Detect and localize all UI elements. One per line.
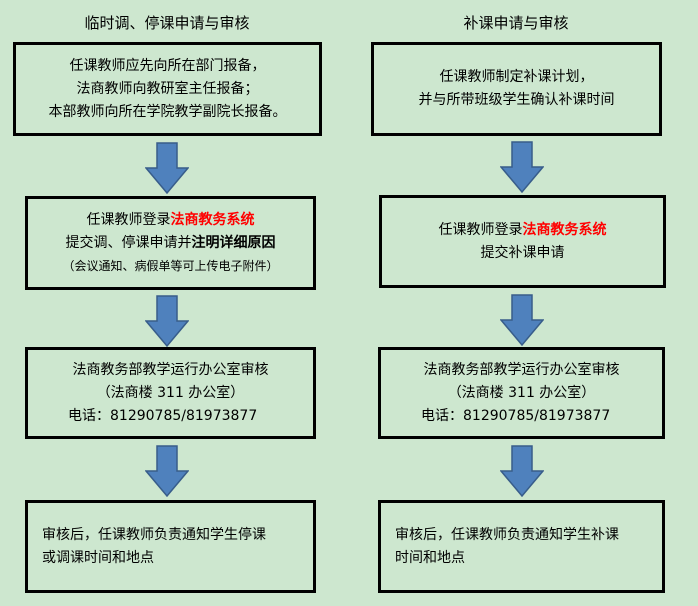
text-line: 任课教师登录法商教务系统 <box>87 209 255 232</box>
down-arrow-icon <box>500 141 544 193</box>
text-line: 审核后，任课教师负责通知学生补课 <box>395 526 619 543</box>
text-line: 提交调、停课申请并注明详细原因 <box>66 232 276 255</box>
text-line: 电话：81290785/81973877 <box>421 407 611 424</box>
right-step-3-box: 法商教务部教学运行办公室审核 （法商楼 311 办公室） 电话：81290785… <box>378 347 665 439</box>
text-line: 时间和地点 <box>395 549 465 566</box>
text: 提交调、停课申请并 <box>65 234 192 251</box>
text-line: 法商教务部教学运行办公室审核 <box>423 361 620 378</box>
text-line: 电话：81290785/81973877 <box>68 407 258 424</box>
text: 任课教师登录 <box>86 211 171 228</box>
text-line: 本部教师向所在学院教学副院长报备。 <box>48 103 287 120</box>
text-line: （法商楼 311 办公室） <box>96 384 245 401</box>
system-name: 法商教务系统 <box>170 211 255 228</box>
emphasis-text: 注明详细原因 <box>191 234 276 251</box>
text: 任课教师登录 <box>438 221 523 238</box>
down-arrow-icon <box>145 142 189 194</box>
text-line: 任课教师制定补课计划， <box>439 69 594 85</box>
note-text: （会议通知、病假单等可上传电子附件） <box>62 258 279 273</box>
right-step-4-box: 审核后，任课教师负责通知学生补课 时间和地点 <box>378 500 665 593</box>
down-arrow-icon <box>500 445 544 497</box>
text-line: 任课教师应先向所在部门报备， <box>69 57 266 74</box>
down-arrow-icon <box>500 294 544 346</box>
down-arrow-icon <box>145 295 189 347</box>
right-step-2-box: 任课教师登录法商教务系统 提交补课申请 <box>379 195 666 288</box>
text-line: （法商楼 311 办公室） <box>447 384 596 401</box>
text-line: 提交补课申请 <box>480 244 565 261</box>
text-line: 法商教师向教研室主任报备； <box>76 80 259 97</box>
down-arrow-icon <box>145 445 189 497</box>
text-line: 法商教务部教学运行办公室审核 <box>72 361 269 378</box>
text-line: 审核后，任课教师负责通知学生停课 <box>42 526 266 543</box>
text-line: 并与所带班级学生确认补课时间 <box>418 92 615 108</box>
left-step-2-box: 任课教师登录法商教务系统 提交调、停课申请并注明详细原因 （会议通知、病假单等可… <box>25 196 316 290</box>
left-step-1-box: 任课教师应先向所在部门报备， 法商教师向教研室主任报备； 本部教师向所在学院教学… <box>13 42 322 136</box>
left-column-title: 临时调、停课申请与审核 <box>84 14 250 32</box>
right-column-title: 补课申请与审核 <box>463 14 569 32</box>
left-step-3-box: 法商教务部教学运行办公室审核 （法商楼 311 办公室） 电话：81290785… <box>25 347 316 439</box>
text-line: 任课教师登录法商教务系统 <box>439 219 607 242</box>
right-step-1-box: 任课教师制定补课计划， 并与所带班级学生确认补课时间 <box>371 42 662 136</box>
system-name: 法商教务系统 <box>522 221 607 238</box>
left-step-4-box: 审核后，任课教师负责通知学生停课 或调课时间和地点 <box>25 500 316 593</box>
text-line: 或调课时间和地点 <box>42 549 154 566</box>
